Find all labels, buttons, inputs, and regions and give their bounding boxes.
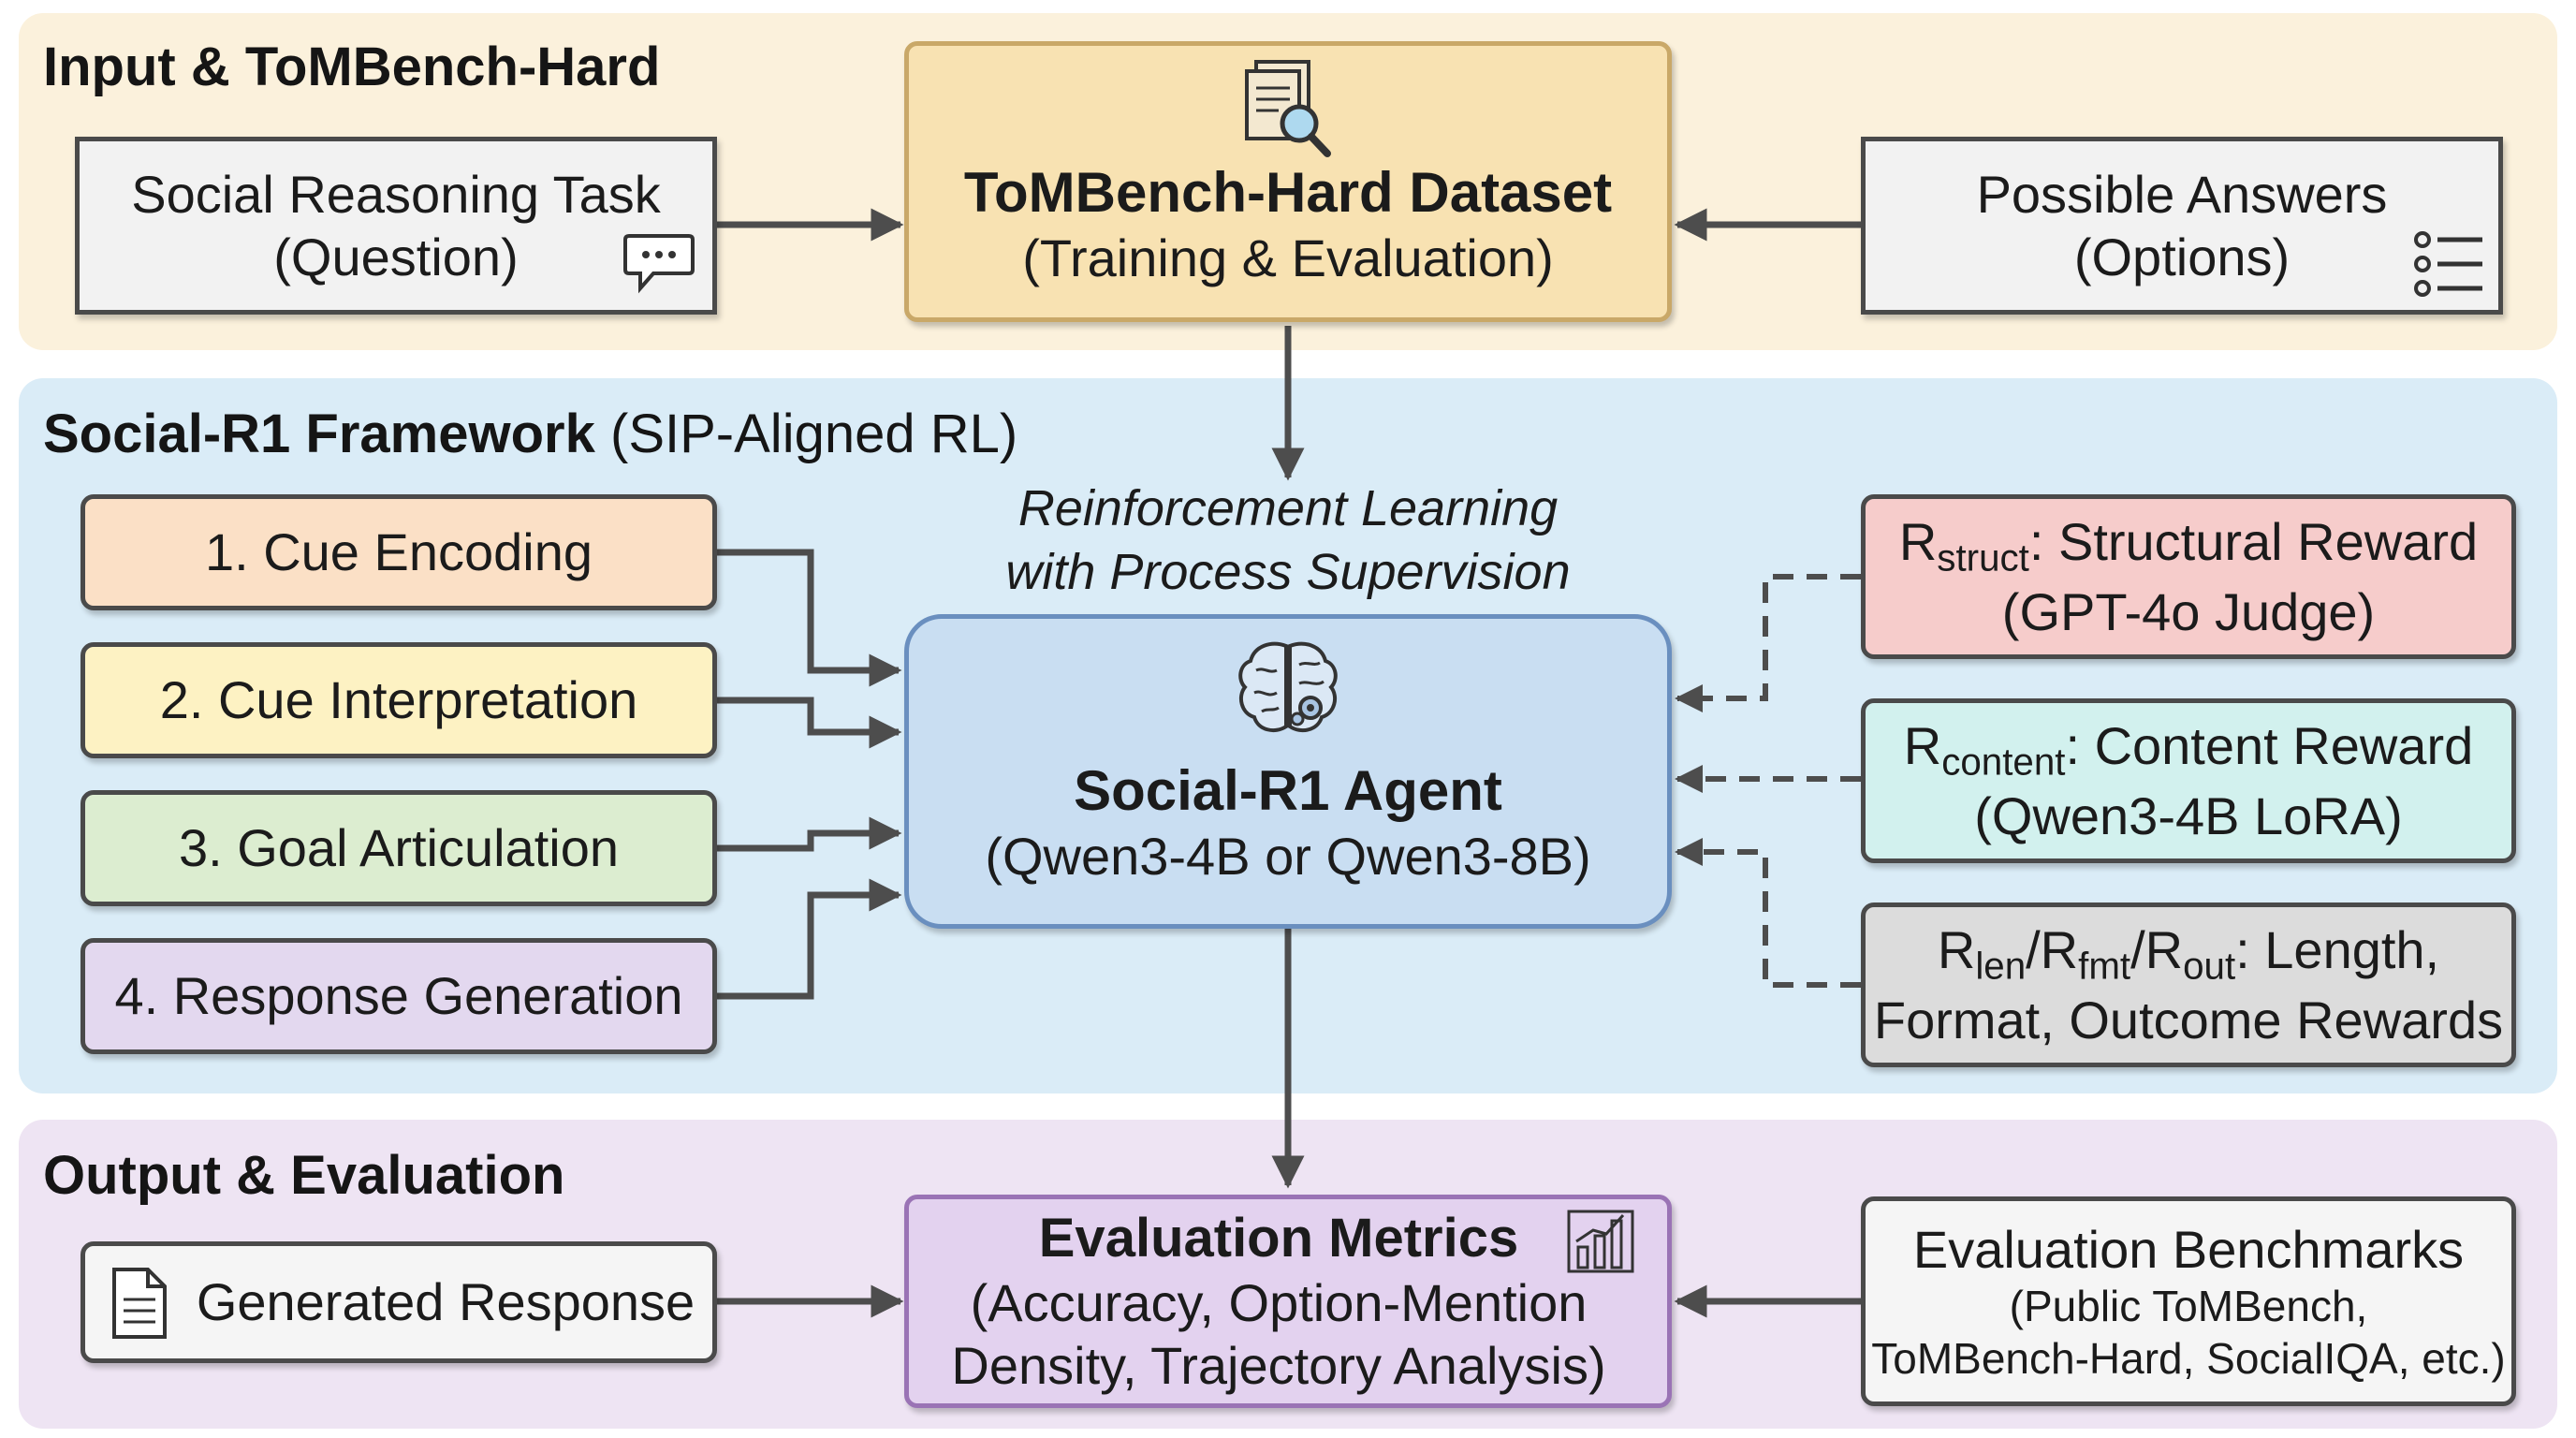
stage-cue-encoding: 1. Cue Encoding <box>80 494 717 610</box>
framework-section-title: Social-R1 Framework (SIP-Aligned RL) <box>43 403 1017 465</box>
evaluation-benchmarks-box: Evaluation Benchmarks (Public ToMBench, … <box>1861 1196 2516 1406</box>
out-r: /R <box>2130 920 2184 980</box>
content-reward-line2: (Qwen3-4B LoRA) <box>1974 785 2403 845</box>
generated-response-label: Generated Response <box>196 1272 695 1332</box>
generated-response-box: Generated Response <box>80 1241 717 1363</box>
benchmarks-title: Evaluation Benchmarks <box>1912 1220 2465 1280</box>
struct-rest: : Structural Reward <box>2028 512 2479 572</box>
agent-subtitle: (Qwen3-4B or Qwen3-8B) <box>985 827 1591 887</box>
document-search-icon <box>1245 60 1331 157</box>
bar-chart-icon <box>1567 1210 1634 1273</box>
length-format-outcome-reward-box: Rlen/Rfmt/Rout: Length, Format, Outcome … <box>1861 902 2516 1067</box>
arrow-stage2-to-agent <box>717 697 902 749</box>
output-section-title: Output & Evaluation <box>43 1145 565 1206</box>
dataset-title: ToMBench-Hard Dataset <box>963 161 1613 225</box>
len-sub: len <box>1975 944 2027 988</box>
struct-r: R <box>1898 512 1938 572</box>
possible-answers-box: Possible Answers (Options) <box>1861 137 2503 315</box>
input-section-title: Input & ToMBench-Hard <box>43 37 661 97</box>
structural-reward-box: Rstruct: Structural Reward (GPT-4o Judge… <box>1861 494 2516 659</box>
stage-cue-interpretation: 2. Cue Interpretation <box>80 642 717 758</box>
fmt-sub: fmt <box>2078 944 2131 988</box>
benchmarks-line3: ToMBench-Hard, SocialIQA, etc.) <box>1871 1333 2506 1383</box>
options-list-icon <box>2414 231 2482 297</box>
task-line1: Social Reasoning Task <box>131 164 661 224</box>
fmt-r: /R <box>2026 920 2079 980</box>
rl-label-line1: Reinforcement Learning <box>1017 480 1559 536</box>
brain-gear-icon <box>1238 641 1338 733</box>
framework-title-light: (SIP-Aligned RL) <box>594 404 1018 464</box>
rl-label: Reinforcement Learning with Process Supe… <box>960 477 1616 604</box>
content-r: R <box>1903 716 1942 776</box>
framework-title-bold: Social-R1 Framework <box>43 404 595 464</box>
answers-line2: (Options) <box>2073 227 2291 286</box>
tombench-dataset-box: ToMBench-Hard Dataset (Training & Evalua… <box>904 41 1672 322</box>
len-r: R <box>1937 920 1976 980</box>
dashed-struct-to-agent <box>1675 574 1861 712</box>
structural-reward-line2: (GPT-4o Judge) <box>2001 581 2376 641</box>
content-reward-line1: Rcontent: Content Reward <box>1904 714 2473 785</box>
content-rest: : Content Reward <box>2065 716 2474 776</box>
out-sub: out <box>2183 944 2236 988</box>
stage-response-generation: 4. Response Generation <box>80 938 717 1054</box>
content-reward-box: Rcontent: Content Reward (Qwen3-4B LoRA) <box>1861 698 2516 863</box>
misc-rest: : Length, <box>2235 920 2440 980</box>
task-line2: (Question) <box>273 227 519 286</box>
struct-sub: struct <box>1937 536 2029 580</box>
metrics-line2: (Accuracy, Option-Mention <box>970 1272 1588 1332</box>
dashed-misc-to-agent <box>1675 838 1861 988</box>
social-reasoning-task-box: Social Reasoning Task (Question) <box>75 137 717 315</box>
agent-title: Social-R1 Agent <box>1074 759 1502 823</box>
document-icon <box>112 1268 167 1339</box>
answers-line1: Possible Answers <box>1976 164 2388 224</box>
metrics-line3: Density, Trajectory Analysis) <box>951 1335 1606 1395</box>
benchmarks-line2: (Public ToMBench, <box>2009 1282 2368 1331</box>
misc-reward-line2: Format, Outcome Rewards <box>1873 990 2504 1049</box>
arrow-stage1-to-agent <box>717 549 902 687</box>
content-sub: content <box>1941 740 2066 784</box>
rl-label-line2: with Process Supervision <box>1005 543 1571 600</box>
chat-bubble-icon <box>623 234 695 294</box>
dataset-subtitle: (Training & Evaluation) <box>1022 228 1554 288</box>
arrow-stage3-to-agent <box>717 816 902 852</box>
stage-goal-articulation: 3. Goal Articulation <box>80 790 717 906</box>
metrics-title: Evaluation Metrics <box>1038 1208 1519 1269</box>
structural-reward-line1: Rstruct: Structural Reward <box>1899 510 2478 580</box>
arrow-stage4-to-agent <box>717 878 902 1000</box>
evaluation-metrics-box: Evaluation Metrics (Accuracy, Option-Men… <box>904 1195 1672 1408</box>
misc-reward-line1: Rlen/Rfmt/Rout: Length, <box>1938 918 2439 989</box>
